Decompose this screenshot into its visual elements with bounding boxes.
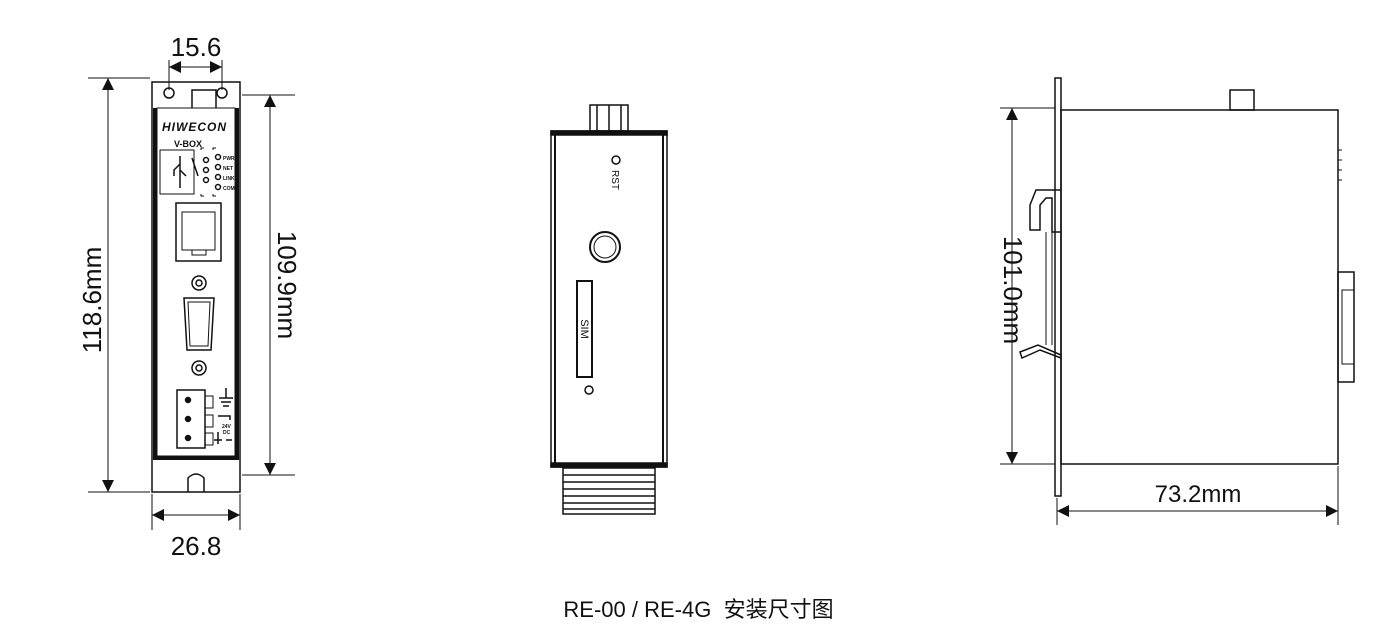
dim-total-height: 118.6mm: [77, 247, 107, 353]
profile-din-plate: [1054, 77, 1062, 497]
drawing-caption: RE-00 / RE-4G 安装尺寸图: [0, 592, 1397, 624]
sim-slot[interactable]: [576, 280, 593, 378]
db9-screw-top: [191, 275, 207, 291]
led-pwr: [214, 153, 222, 161]
ground-icon: [219, 388, 233, 407]
din-clip: [1029, 189, 1061, 233]
led-net: [214, 163, 222, 171]
led-label-net: NET: [223, 166, 233, 172]
power-label-24v: 24V: [222, 424, 232, 430]
power-label-dc: DC: [223, 430, 231, 436]
front-plate-outline: [151, 81, 241, 493]
rst-button-hole: [611, 155, 621, 165]
front-view: [151, 81, 241, 493]
dim-body-height: 109.9mm: [272, 231, 302, 339]
ethernet-port: [175, 202, 222, 262]
front-bottom-slot: [187, 473, 205, 492]
db9-connector: [183, 297, 215, 351]
sim-label: SIM: [578, 319, 590, 339]
dim-width: 26.8: [171, 531, 222, 561]
dc-symbol-icon: [214, 415, 232, 444]
led-label-com: COM: [223, 186, 235, 192]
side-view: [550, 104, 668, 515]
led-label-link: LINK: [223, 176, 235, 182]
usb-icon: [173, 156, 187, 188]
profile-body: [1060, 109, 1339, 465]
profile-top-connector: [1229, 89, 1255, 111]
brand-logo: HIWECON: [162, 120, 227, 134]
db9-screw-bottom: [191, 360, 207, 376]
ethernet-port-inner: [181, 211, 216, 251]
dim-hole-spacing: 15.6: [171, 32, 222, 62]
dim-profile-depth: 73.2mm: [1155, 481, 1242, 508]
profile-view: [1019, 77, 1355, 497]
caption-subtitle: 安装尺寸图: [723, 597, 834, 622]
rst-label: RST: [609, 170, 620, 190]
profile-right-connector: [1337, 271, 1355, 383]
usb-area: [159, 149, 195, 195]
dim-profile-height: 101.0mm: [998, 236, 1028, 344]
front-labels: HIWECON V-BOX PWR NET LINK COM 24V DC: [162, 120, 235, 436]
led-com: [214, 183, 222, 191]
led-label-pwr: PWR: [223, 156, 235, 162]
side-knob: [589, 231, 621, 263]
caption-model: RE-00 / RE-4G: [563, 597, 712, 622]
side-body: [550, 130, 668, 468]
side-bottom-clip: [562, 467, 656, 515]
led-link: [214, 173, 222, 181]
front-dimensions: [88, 60, 295, 530]
sim-eject-hole: [584, 385, 594, 395]
profile-dimensions: [1000, 107, 1339, 525]
model-label: V-BOX: [174, 139, 202, 149]
front-top-tab: [191, 89, 217, 111]
